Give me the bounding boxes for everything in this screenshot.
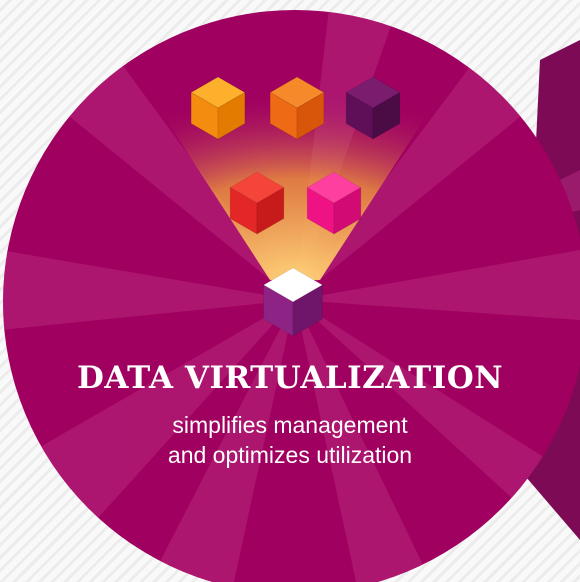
cube-red-icon — [229, 171, 285, 235]
cube-orange-icon — [190, 76, 246, 140]
cube-virtual-icon — [262, 267, 324, 337]
subline-2: and optimizes utilization — [167, 442, 413, 468]
subline-1: simplifies management — [172, 412, 408, 438]
cube-pink-icon — [306, 171, 362, 235]
light-beam — [150, 95, 440, 280]
cube-dark-orange-icon — [269, 76, 325, 140]
headline-text: DATA VIRTUALIZATION — [76, 360, 504, 396]
cube-purple-icon — [345, 76, 401, 140]
